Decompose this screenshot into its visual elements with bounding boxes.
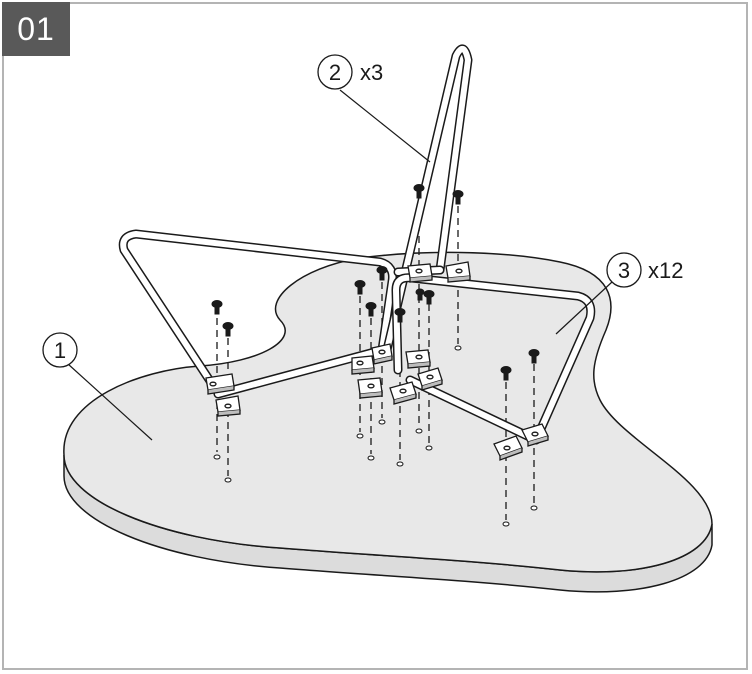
mounting-plate [417, 367, 443, 391]
callout-3: 3 x12 [606, 252, 683, 288]
hairpin-legs [118, 44, 596, 445]
screw-icon [354, 280, 366, 295]
tabletop [63, 251, 713, 593]
mounting-plate [215, 395, 241, 417]
mounting-plate [371, 343, 393, 365]
mounting-plate [389, 381, 417, 405]
hairpin-leg-right [391, 273, 596, 445]
mounting-plate [405, 349, 431, 369]
callout-3-number: 3 [618, 258, 630, 283]
screw-icon [211, 300, 223, 315]
callout-2-quantity: x3 [360, 60, 383, 85]
callout-3-quantity: x12 [648, 258, 683, 283]
screw-icon [415, 288, 425, 301]
step-number-badge: 01 [2, 2, 70, 56]
mounting-plate [357, 377, 383, 399]
screw-icon [423, 290, 435, 305]
mounting-plate [445, 261, 471, 283]
screw-icon [365, 302, 377, 317]
screw-icon [394, 308, 406, 323]
mounting-plate [407, 263, 433, 283]
screws [211, 184, 540, 381]
mounting-plate [493, 435, 523, 461]
callout-leaders [67, 89, 613, 441]
screw-icon [413, 184, 425, 199]
callout-2: 2 x3 [317, 54, 383, 90]
mounting-plate [205, 373, 235, 395]
screw-icon [452, 190, 464, 205]
screw-icon [376, 266, 388, 281]
screw-icon [528, 349, 540, 364]
callout-2-number: 2 [329, 60, 341, 85]
mounting-plates [205, 261, 549, 461]
callout-1-number: 1 [54, 338, 66, 363]
screw-icon [222, 322, 234, 337]
mounting-plate [521, 423, 549, 447]
mounting-plate [351, 355, 375, 375]
tabletop-surface [63, 251, 713, 573]
hairpin-leg-left [118, 229, 397, 399]
callout-1: 1 [42, 332, 78, 368]
drill-holes [213, 345, 538, 527]
screw-icon [500, 366, 512, 381]
